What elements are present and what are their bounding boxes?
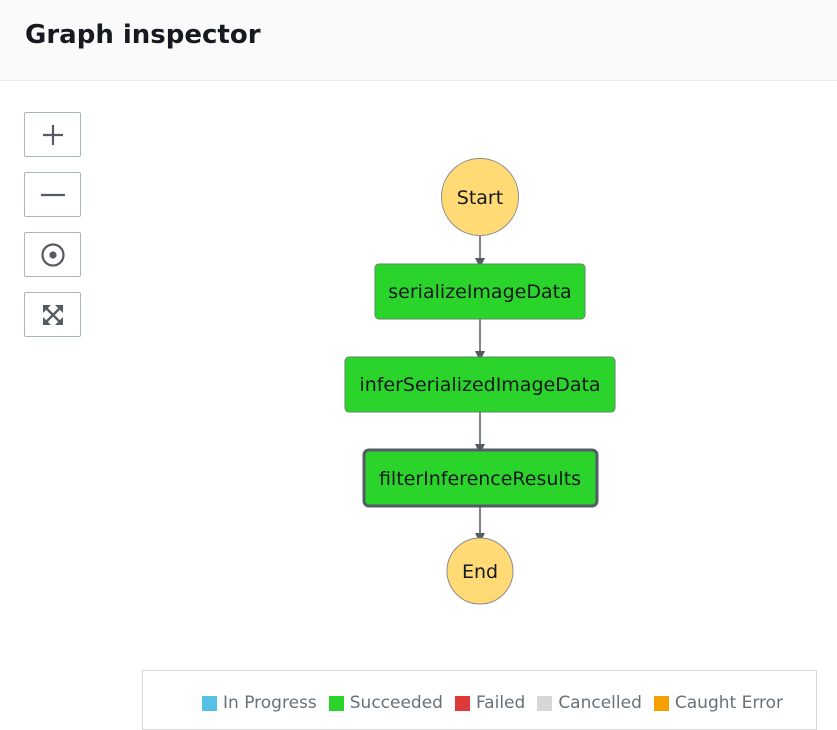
state-node-filter-inference-results-selected[interactable]: filterInferenceResults bbox=[362, 448, 599, 508]
zoom-out-button[interactable] bbox=[24, 172, 81, 217]
start-node[interactable]: Start bbox=[441, 158, 519, 236]
end-node[interactable]: End bbox=[446, 537, 514, 605]
state-node-label: serializeImageData bbox=[388, 281, 571, 303]
plus-icon bbox=[42, 124, 63, 145]
state-machine-graph[interactable]: Start serializeImageData inferSerialized… bbox=[0, 0, 837, 670]
legend-swatch bbox=[454, 695, 470, 711]
expand-icon bbox=[42, 304, 63, 325]
state-node-label: filterInferenceResults bbox=[379, 468, 581, 490]
legend-item-failed: Failed bbox=[454, 693, 526, 713]
legend-label: Failed bbox=[475, 693, 526, 713]
state-node-serialize-image-data[interactable]: serializeImageData bbox=[374, 263, 586, 320]
legend-swatch bbox=[202, 695, 217, 711]
status-legend: In Progress Succeeded Failed Cancelled C… bbox=[142, 670, 817, 730]
start-node-label: Start bbox=[457, 187, 503, 209]
fit-to-screen-button[interactable] bbox=[24, 292, 81, 337]
legend-label: Cancelled bbox=[558, 693, 642, 713]
legend-item-caught-error: Caught Error bbox=[653, 693, 784, 713]
end-node-label: End bbox=[462, 561, 498, 583]
legend-label: In Progress bbox=[223, 693, 317, 713]
legend-swatch bbox=[537, 695, 553, 711]
page-title: Graph inspector bbox=[25, 20, 261, 50]
center-button[interactable] bbox=[24, 232, 81, 277]
zoom-in-button[interactable] bbox=[24, 112, 81, 157]
legend-item-succeeded: Succeeded bbox=[328, 693, 443, 713]
panel-header: Graph inspector bbox=[0, 0, 837, 81]
state-node-label: inferSerializedImageData bbox=[359, 374, 600, 396]
legend-swatch bbox=[653, 695, 669, 711]
state-node-infer-serialized-image-data[interactable]: inferSerializedImageData bbox=[344, 356, 616, 413]
legend-item-cancelled: Cancelled bbox=[537, 693, 642, 713]
legend-label: Succeeded bbox=[349, 693, 443, 713]
minus-icon bbox=[40, 193, 65, 196]
legend-swatch bbox=[328, 695, 344, 711]
legend-label: Caught Error bbox=[674, 693, 784, 713]
target-icon bbox=[40, 242, 65, 267]
legend-item-in-progress: In Progress bbox=[202, 693, 317, 713]
